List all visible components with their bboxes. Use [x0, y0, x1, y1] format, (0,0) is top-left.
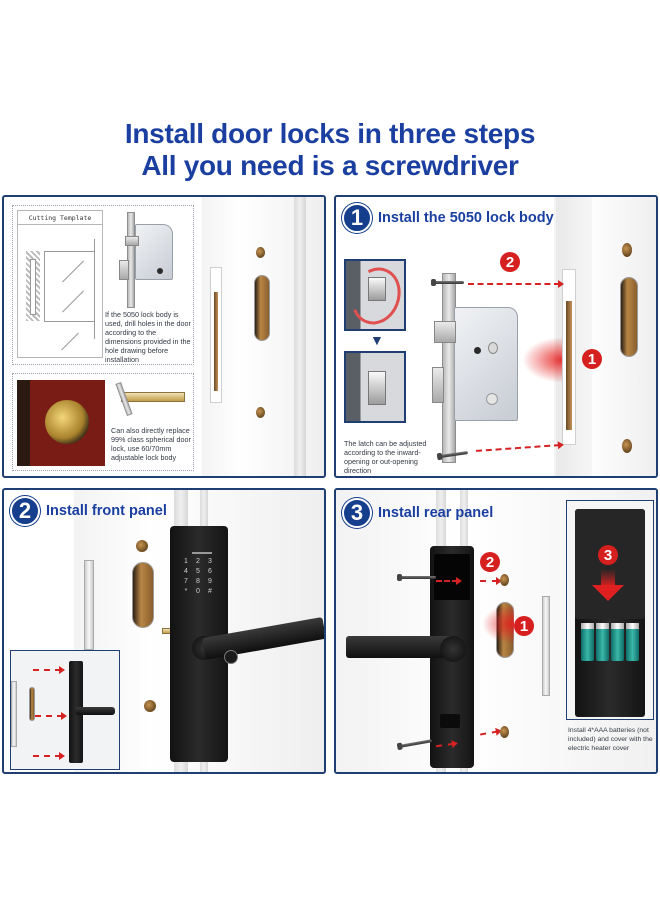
step-1-title: Install the 5050 lock body — [378, 210, 554, 226]
lock-body-image — [117, 212, 177, 308]
marker-3: 3 — [598, 545, 618, 565]
note-replace-knob-lock: Can also directly replace 99% class sphe… — [111, 426, 191, 462]
step-2-header: 2 Install front panel — [10, 496, 167, 526]
latch-adjust-note: The latch can be adjusted according to t… — [344, 439, 427, 475]
cylinder-slot — [254, 275, 270, 341]
arrow-down-icon — [592, 585, 624, 601]
front-panel-inset — [10, 650, 120, 770]
strike-plate — [84, 560, 94, 650]
note-5050-lock-body: If the 5050 lock body is used, drill hol… — [105, 310, 191, 364]
panel-step-3: 3 Install rear panel 2 1 3 — [334, 488, 658, 774]
step-3-title: Install rear panel — [378, 505, 494, 521]
screw-hole-bottom — [622, 439, 632, 453]
headline: Install door locks in three steps All yo… — [0, 118, 660, 182]
marker-2: 2 — [480, 552, 500, 572]
panel-step-2: 2 Install front panel 1 2 3 4 5 6 7 8 9 … — [2, 488, 326, 774]
cutting-template-title: Cutting Template — [18, 211, 102, 225]
screw-hole-bottom — [256, 407, 265, 418]
marker-2: 2 — [500, 252, 520, 272]
cylinder-slot — [620, 277, 638, 357]
screw-hole-top — [256, 247, 265, 258]
screw-top — [397, 574, 436, 581]
lever-handle — [346, 636, 456, 658]
mortise-pocket — [562, 269, 576, 445]
headline-line-2: All you need is a screwdriver — [141, 150, 519, 181]
battery — [626, 623, 639, 661]
marker-1: 1 — [582, 349, 602, 369]
marker-1: 1 — [514, 616, 534, 636]
fingerprint-sensor-icon — [224, 650, 238, 664]
rotate-arrow-icon — [346, 261, 404, 329]
battery — [581, 623, 594, 661]
panel-step-1: 1 Install the 5050 lock body ▼ The latch… — [334, 195, 658, 478]
step-2-badge: 2 — [10, 496, 40, 526]
screw-hole-top — [622, 243, 632, 257]
battery-inset: 3 — [566, 500, 654, 720]
battery-compartment — [434, 554, 470, 600]
latch-before-image — [344, 259, 406, 331]
arrow-top-screw — [468, 280, 564, 288]
battery — [596, 623, 609, 661]
screw-hole-top — [136, 540, 148, 552]
headline-line-1: Install door locks in three steps — [124, 118, 536, 149]
strike-plate — [542, 596, 550, 696]
knob-lock-photo — [17, 380, 105, 466]
cylinder-slot — [132, 562, 154, 628]
step-3-badge: 3 — [342, 498, 372, 528]
step-3-header: 3 Install rear panel — [342, 498, 493, 528]
chevron-down-icon: ▼ — [370, 332, 384, 348]
screw-hole-bottom — [500, 726, 509, 738]
screw-top — [431, 279, 464, 286]
battery-note: Install 4*AAA batteries (not included) a… — [568, 727, 653, 752]
cutting-template-drawing: Cutting Template — [17, 210, 103, 358]
latch-after-image — [344, 351, 406, 423]
arrow-bottom-screw — [476, 444, 560, 452]
keypad: 1 2 3 4 5 6 7 8 9 * 0 # — [184, 558, 212, 595]
panel-preparation: Cutting Template If the 5050 lock body i… — [2, 195, 326, 478]
step-1-header: 1 Install the 5050 lock body — [342, 203, 554, 233]
step-2-title: Install front panel — [46, 503, 167, 519]
screw-hole-bottom — [144, 700, 156, 712]
battery — [611, 623, 624, 661]
step-1-badge: 1 — [342, 203, 372, 233]
mortise-pocket — [210, 267, 222, 403]
knob-replacement-card: Can also directly replace 99% class sphe… — [12, 373, 194, 471]
insert-arrow-glow — [522, 337, 562, 383]
cutting-template-card: Cutting Template If the 5050 lock body i… — [12, 205, 194, 365]
screw-hole-top — [500, 574, 509, 586]
